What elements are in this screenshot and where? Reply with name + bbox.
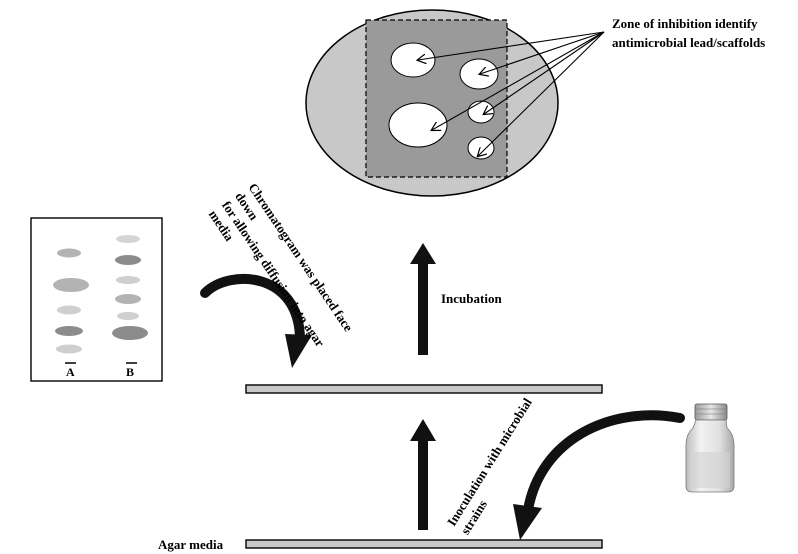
agar-media-label: Agar media — [158, 537, 224, 552]
spot-a1 — [57, 248, 81, 258]
lane-b-label: B — [126, 365, 134, 379]
pointer-line-4 — [484, 31, 605, 114]
spot-a5 — [56, 344, 82, 354]
vial-icon — [685, 403, 735, 493]
pointer-line-5 — [478, 31, 605, 156]
curved-arrow-icon-vial — [513, 410, 685, 540]
spot-b2 — [115, 255, 141, 265]
zone-label-line2: antimicrobial lead/scaffolds — [612, 35, 765, 50]
inhibition-zone-5 — [467, 136, 495, 160]
pointer-line-1 — [418, 31, 605, 60]
spot-b1 — [116, 235, 140, 243]
spot-a2 — [53, 278, 89, 292]
chromatogram-label: Chromatogram was placed face down for al… — [206, 180, 357, 349]
spot-b6 — [112, 326, 148, 340]
spot-a4 — [55, 326, 83, 336]
up-arrow-icon-lower — [410, 419, 436, 530]
agar-plate-upper — [245, 384, 603, 394]
vial-cap — [694, 403, 728, 421]
zone-label-line1: Zone of inhibition identify — [612, 16, 758, 31]
lane-a-label: A — [66, 365, 75, 379]
inhibition-zone-3 — [388, 102, 448, 148]
spot-a3 — [57, 305, 81, 315]
zone-pointers — [418, 31, 605, 156]
spot-b4 — [115, 294, 141, 304]
up-arrow-icon — [410, 243, 436, 355]
incubation-label: Incubation — [441, 291, 502, 306]
inhibition-zone-2 — [459, 58, 499, 90]
agar-plate-lower — [245, 539, 603, 549]
inhibition-zone-1 — [390, 42, 436, 78]
tlc-plate-frame — [30, 217, 163, 382]
spot-b5 — [117, 312, 139, 320]
curved-arrow-icon — [200, 273, 312, 368]
pointer-line-2 — [480, 31, 605, 74]
pointer-line-3 — [432, 31, 605, 130]
petri-dish — [305, 9, 559, 197]
inhibition-zone-4 — [467, 100, 495, 124]
tlc-plate: A B — [30, 217, 163, 382]
spot-b3 — [116, 276, 140, 284]
